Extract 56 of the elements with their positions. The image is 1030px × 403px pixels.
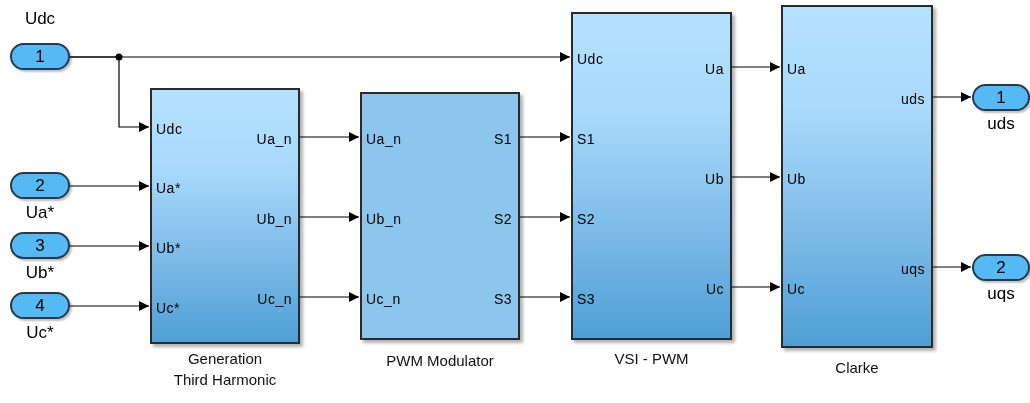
signal-name: Ub* [24, 263, 56, 283]
signal-line [69, 301, 150, 311]
signal-line [299, 132, 360, 142]
output-port-label: Ub_n [256, 210, 292, 228]
input-port-label: Udc [577, 50, 604, 68]
signal-line [299, 292, 360, 302]
output-port-label: S1 [493, 130, 512, 148]
input-port-label: S1 [577, 130, 596, 148]
input-port-label: Ub_n [366, 210, 402, 228]
outport-block: 1 [972, 84, 1030, 111]
input-port-label: Ua* [156, 179, 181, 197]
signal-name: Ua* [24, 203, 56, 223]
signal-name: uds [986, 114, 1016, 134]
block-name: PWM Modulator [385, 351, 495, 371]
signal-line [932, 92, 972, 102]
output-port-label: Ub [705, 170, 724, 188]
signal-line [519, 212, 571, 222]
signal-line [299, 212, 360, 222]
signal-name: Udc [23, 9, 57, 29]
input-port-label: Ua_n [366, 130, 402, 148]
signal-line [69, 52, 571, 62]
signal-line [731, 282, 781, 292]
signal-line [519, 292, 571, 302]
outport-block: 2 [972, 254, 1030, 281]
input-port-label: Ub [787, 170, 806, 188]
signal-line [69, 181, 150, 191]
inport-block: 1 [10, 43, 70, 70]
inport-block: 4 [10, 292, 70, 319]
input-port-label: Ua [787, 60, 806, 78]
inport-block: 2 [10, 172, 70, 199]
signal-line [519, 132, 571, 142]
input-port-label: Ub* [156, 239, 181, 257]
output-port-label: Ua [705, 60, 724, 78]
input-port-label: S3 [577, 290, 596, 308]
input-port-label: Uc [787, 280, 806, 298]
signal-line [69, 241, 150, 251]
signal-line [932, 262, 972, 272]
output-port-label: uds [900, 90, 925, 108]
output-port-label: Uc [705, 280, 724, 298]
input-port-label: S2 [577, 210, 596, 228]
block-name: VSI - PWM [613, 349, 690, 369]
output-port-label: uqs [900, 260, 925, 278]
input-port-label: Udc [156, 120, 183, 138]
signal-line [731, 62, 781, 72]
block-name: Clarke [834, 358, 880, 378]
output-port-label: Uc_n [257, 290, 292, 308]
output-port-label: Ua_n [256, 130, 292, 148]
signal-name: Uc* [25, 323, 55, 343]
input-port-label: Uc_n [366, 290, 401, 308]
signal-name: uqs [986, 284, 1016, 304]
output-port-label: S3 [493, 290, 512, 308]
output-port-label: S2 [493, 210, 512, 228]
block-name: Generation Third Harmonic [172, 349, 278, 390]
inport-block: 3 [10, 232, 70, 259]
signal-line [731, 172, 781, 182]
input-port-label: Uc* [156, 299, 181, 317]
